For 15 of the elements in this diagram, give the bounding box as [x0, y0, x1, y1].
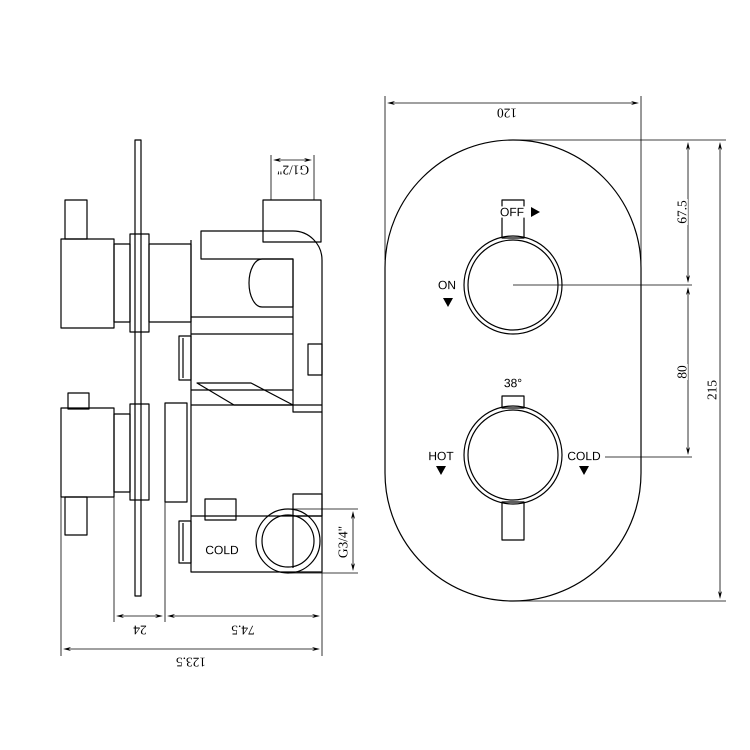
thread-size-label: G3/4" — [337, 524, 349, 560]
dimension-label: 215 — [706, 378, 718, 402]
angle-label: 38° — [502, 377, 524, 389]
off-label: OFF — [498, 206, 526, 218]
dimension-label: 123.5 — [174, 656, 208, 668]
dimension-label: 120 — [496, 107, 518, 119]
dimension-label: 67.5 — [676, 199, 688, 225]
hot-label: HOT — [427, 450, 455, 462]
thread-size-label: G1/2" — [276, 164, 310, 176]
cold-label: COLD — [566, 450, 602, 462]
dimension-label: 74.5 — [230, 624, 256, 636]
cold-label: COLD — [204, 544, 240, 556]
dimension-label: 24 — [132, 624, 148, 636]
on-label: ON — [436, 279, 458, 291]
dimension-label: 80 — [676, 364, 688, 380]
